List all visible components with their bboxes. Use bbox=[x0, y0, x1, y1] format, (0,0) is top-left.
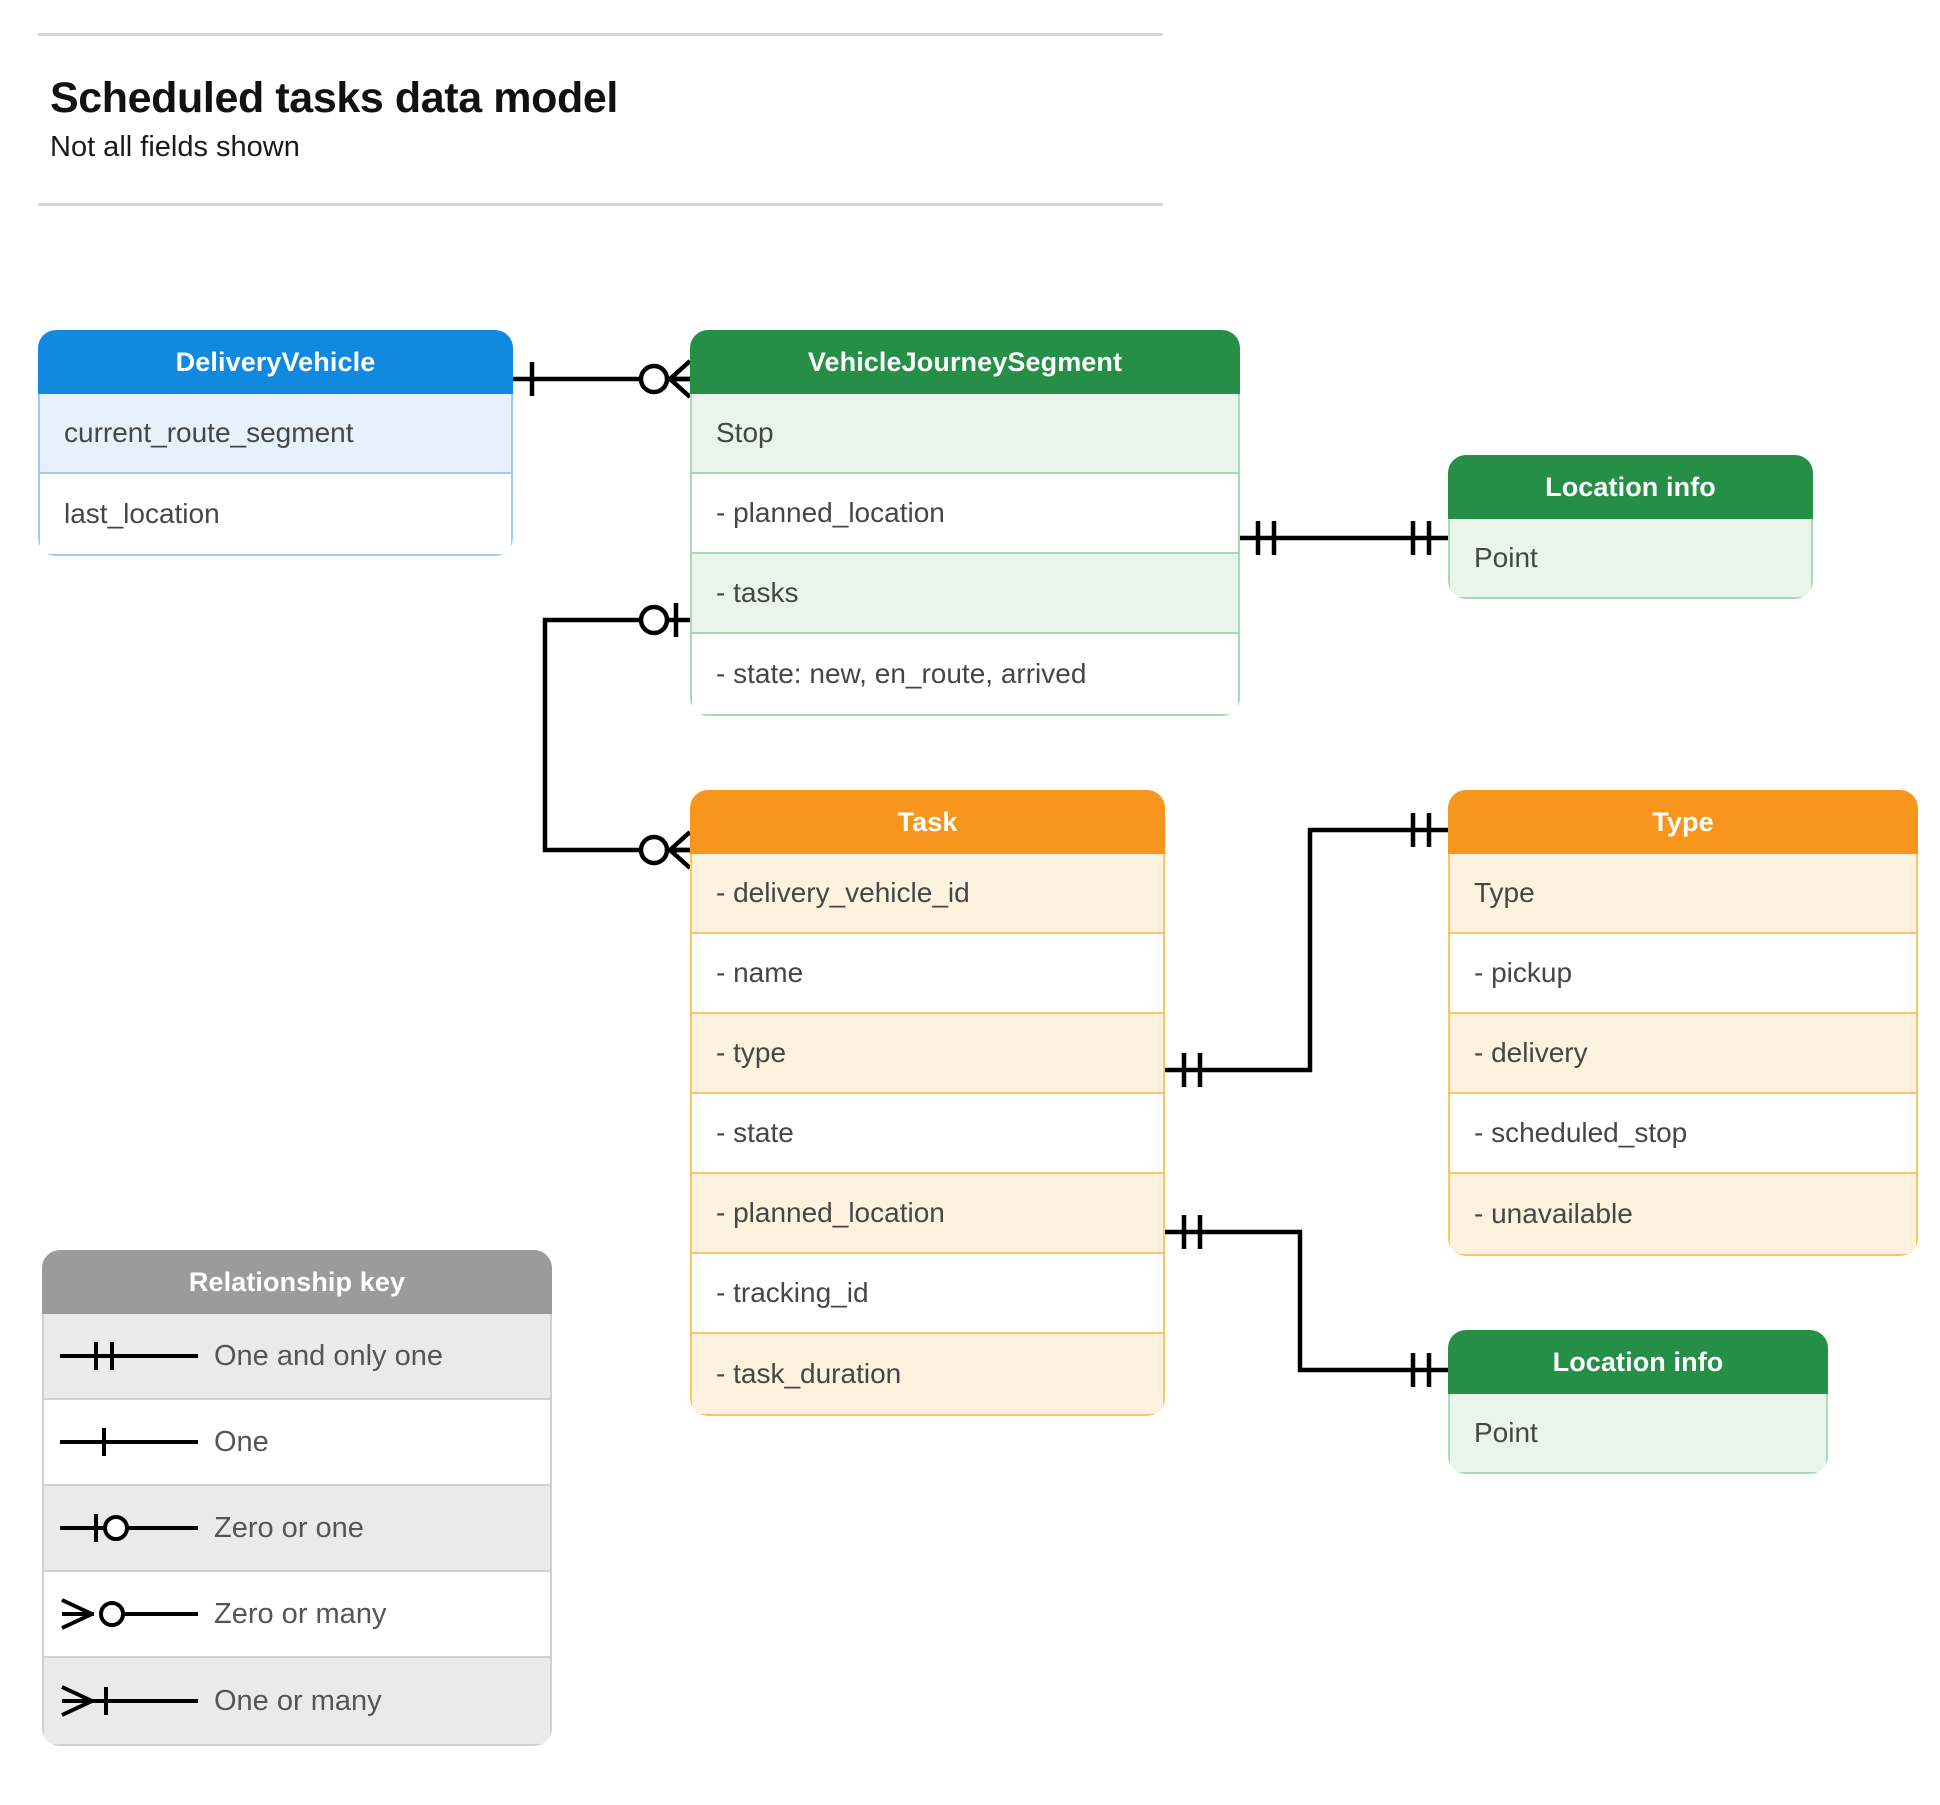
entity-fields-location-info-top: Point bbox=[1448, 519, 1813, 599]
field-row: current_route_segment bbox=[40, 394, 511, 474]
entity-vehicle-journey-segment[interactable]: VehicleJourneySegment Stop - planned_loc… bbox=[690, 330, 1240, 716]
field-row: - planned_location bbox=[692, 1174, 1163, 1254]
field-row: last_location bbox=[40, 474, 511, 554]
entity-title-location-info-top: Location info bbox=[1448, 455, 1813, 519]
field-row: - delivery bbox=[1450, 1014, 1916, 1094]
page-subtitle: Not all fields shown bbox=[50, 131, 300, 163]
header-divider-bottom bbox=[38, 203, 1163, 206]
entity-title-task: Task bbox=[690, 790, 1165, 854]
field-row: Point bbox=[1450, 519, 1811, 597]
entity-fields-vehicle-journey-segment: Stop - planned_location - tasks - state:… bbox=[690, 394, 1240, 716]
field-row: - tracking_id bbox=[692, 1254, 1163, 1334]
legend-item-one: One bbox=[44, 1400, 550, 1486]
legend-title: Relationship key bbox=[42, 1250, 552, 1314]
entity-title-vehicle-journey-segment: VehicleJourneySegment bbox=[690, 330, 1240, 394]
entity-title-location-info-bottom: Location info bbox=[1448, 1330, 1828, 1394]
legend-item-label: Zero or one bbox=[214, 1511, 364, 1544]
legend-item-one-and-only-one: One and only one bbox=[44, 1314, 550, 1400]
page-title: Scheduled tasks data model bbox=[50, 74, 618, 122]
entity-fields-delivery-vehicle: current_route_segment last_location bbox=[38, 394, 513, 556]
field-row: - task_duration bbox=[692, 1334, 1163, 1414]
one-icon bbox=[44, 1422, 214, 1462]
field-row: - name bbox=[692, 934, 1163, 1014]
entity-fields-location-info-bottom: Point bbox=[1448, 1394, 1828, 1474]
field-row: - unavailable bbox=[1450, 1174, 1916, 1254]
entity-title-type: Type bbox=[1448, 790, 1918, 854]
field-row: Type bbox=[1450, 854, 1916, 934]
entity-delivery-vehicle[interactable]: DeliveryVehicle current_route_segment la… bbox=[38, 330, 513, 556]
legend-item-zero-or-many: Zero or many bbox=[44, 1572, 550, 1658]
legend-item-label: One or many bbox=[214, 1684, 382, 1717]
field-row: - pickup bbox=[1450, 934, 1916, 1014]
legend-rows: One and only one One bbox=[42, 1314, 552, 1746]
field-row: - tasks bbox=[692, 554, 1238, 634]
legend-item-one-or-many: One or many bbox=[44, 1658, 550, 1744]
relationship-key-legend[interactable]: Relationship key One and only one bbox=[42, 1250, 552, 1746]
field-row: - scheduled_stop bbox=[1450, 1094, 1916, 1174]
field-row: - delivery_vehicle_id bbox=[692, 854, 1163, 934]
header-divider-top bbox=[38, 33, 1163, 36]
field-row: Stop bbox=[692, 394, 1238, 474]
one-or-many-icon bbox=[44, 1681, 214, 1721]
entity-fields-type: Type - pickup - delivery - scheduled_sto… bbox=[1448, 854, 1918, 1256]
legend-item-label: One bbox=[214, 1425, 269, 1458]
zero-or-many-icon bbox=[44, 1594, 214, 1634]
field-row: - type bbox=[692, 1014, 1163, 1094]
entity-title-delivery-vehicle: DeliveryVehicle bbox=[38, 330, 513, 394]
field-row: - state: new, en_route, arrived bbox=[692, 634, 1238, 714]
entity-task[interactable]: Task - delivery_vehicle_id - name - type… bbox=[690, 790, 1165, 1416]
entity-type[interactable]: Type Type - pickup - delivery - schedule… bbox=[1448, 790, 1918, 1256]
field-row: Point bbox=[1450, 1394, 1826, 1472]
zero-or-one-icon bbox=[44, 1508, 214, 1548]
field-row: - planned_location bbox=[692, 474, 1238, 554]
legend-item-label: Zero or many bbox=[214, 1597, 387, 1630]
field-row: - state bbox=[692, 1094, 1163, 1174]
legend-item-zero-or-one: Zero or one bbox=[44, 1486, 550, 1572]
one-and-only-one-icon bbox=[44, 1336, 214, 1376]
entity-location-info-top[interactable]: Location info Point bbox=[1448, 455, 1813, 599]
legend-item-label: One and only one bbox=[214, 1339, 443, 1372]
entity-fields-task: - delivery_vehicle_id - name - type - st… bbox=[690, 854, 1165, 1416]
entity-location-info-bottom[interactable]: Location info Point bbox=[1448, 1330, 1828, 1474]
